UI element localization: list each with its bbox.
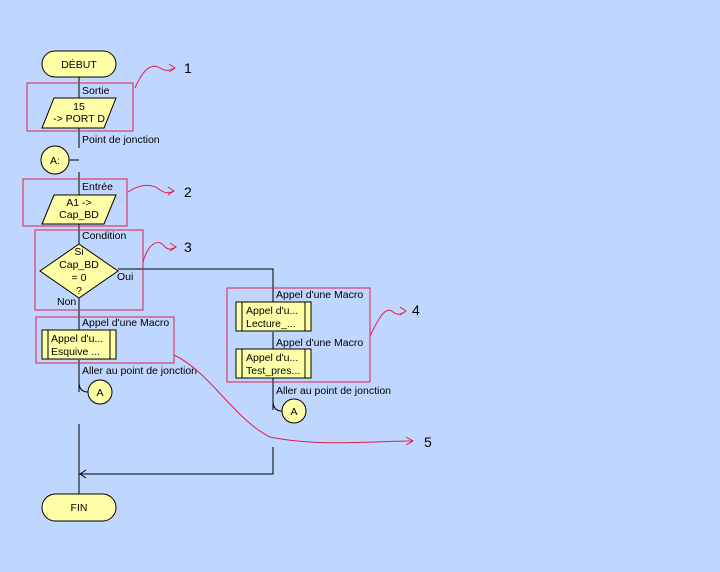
annotation-number-3: 3	[184, 239, 192, 255]
goto-left-label: A	[96, 387, 103, 399]
end-terminal[interactable]: FIN	[41, 493, 117, 522]
input-block[interactable]: A1 -> Cap_BD	[41, 194, 117, 225]
input-type-label: Entrée	[82, 181, 113, 193]
decision-no-label: Non	[57, 296, 76, 308]
macro-right1-type-label: Appel d'une Macro	[276, 289, 363, 301]
macro-left-block[interactable]: Appel d'u... Esquive ...	[41, 329, 117, 360]
macro-right1-block[interactable]: Appel d'u... Lecture_...	[235, 301, 312, 332]
start-terminal[interactable]: DÉBUT	[41, 50, 117, 78]
macro-left-line2: Esquive ...	[51, 346, 100, 358]
junction-type-label: Point de jonction	[82, 134, 160, 146]
annotation-arrow-1	[134, 65, 176, 89]
start-label: DÉBUT	[61, 58, 97, 71]
goto-right-label: A	[290, 406, 297, 418]
end-label: FIN	[71, 502, 88, 514]
macro-right2-block[interactable]: Appel d'u... Test_pres...	[235, 348, 312, 379]
junction-label: A:	[50, 155, 60, 167]
macro-right2-type-label: Appel d'une Macro	[276, 337, 363, 349]
annotation-boxes	[22, 82, 371, 383]
annotation-number-5: 5	[424, 434, 432, 450]
macro-right1-line1: Appel d'u...	[246, 305, 298, 317]
annotation-arrow-2	[127, 184, 175, 194]
goto-right-connector[interactable]: A	[281, 398, 307, 424]
annotation-number-4: 4	[412, 302, 420, 318]
macro-right2-line2: Test_pres...	[246, 365, 300, 377]
annotation-arrow-3	[142, 242, 177, 263]
decision-block[interactable]: Si Cap_BD = 0 ?	[39, 243, 119, 299]
decision-line1: Si	[74, 246, 83, 258]
decision-line4: ?	[76, 285, 82, 297]
output-line2: -> PORT D	[53, 113, 105, 125]
decision-line2: Cap_BD	[59, 259, 99, 271]
goto-right-type-label: Aller au point de jonction	[276, 385, 391, 397]
annotation-box-2	[22, 178, 128, 227]
connector-lines	[78, 77, 274, 494]
output-line1: 15	[73, 101, 85, 113]
macro-left-type-label: Appel d'une Macro	[82, 317, 169, 329]
macro-right1-line2: Lecture_...	[246, 318, 296, 330]
goto-left-connector[interactable]: A	[87, 379, 113, 405]
annotation-number-2: 2	[184, 184, 192, 200]
decision-type-label: Condition	[82, 230, 127, 242]
junction-point-a[interactable]: A:	[40, 145, 70, 175]
goto-left-type-label: Aller au point de jonction	[82, 365, 197, 377]
macro-right2-line1: Appel d'u...	[246, 352, 298, 364]
decision-yes-label: Oui	[117, 271, 133, 283]
annotation-arrow-5	[173, 354, 414, 444]
output-type-label: Sortie	[82, 85, 110, 97]
decision-line3: = 0	[72, 272, 87, 284]
input-line1: A1 ->	[66, 197, 91, 209]
annotation-box-4	[35, 316, 175, 364]
annotation-box-1	[26, 82, 134, 132]
input-line2: Cap_BD	[59, 209, 99, 221]
annotation-arrows	[127, 63, 415, 446]
annotation-box-3	[34, 229, 144, 311]
annotation-number-1: 1	[184, 60, 192, 76]
output-block[interactable]: 15 -> PORT D	[41, 97, 117, 129]
macro-left-line1: Appel d'u...	[51, 333, 103, 345]
